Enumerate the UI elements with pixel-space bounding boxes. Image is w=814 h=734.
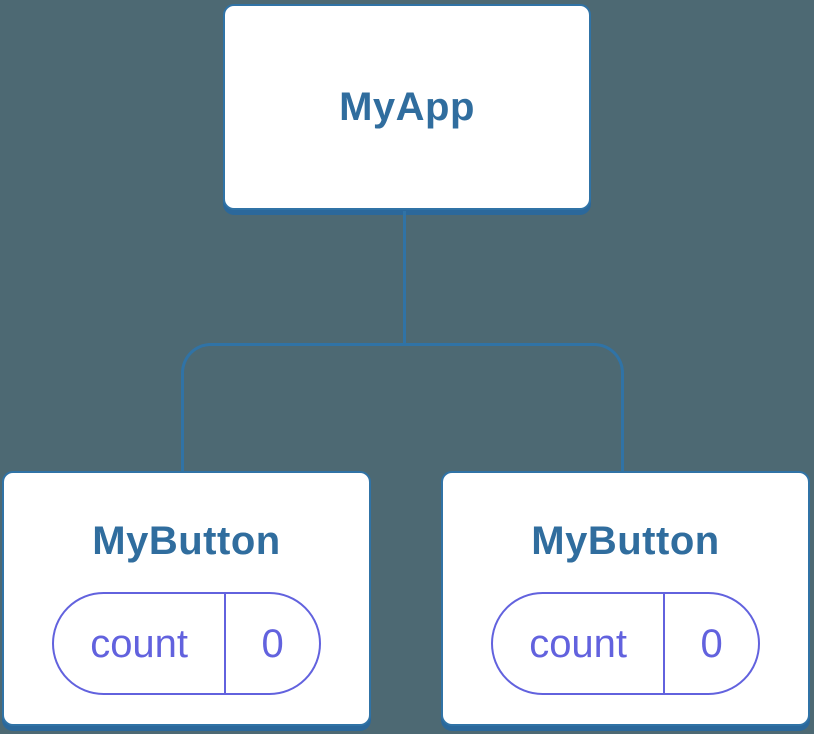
child-component-label: MyButton <box>531 519 720 563</box>
state-name: count <box>90 621 189 666</box>
state-name: count <box>529 621 628 666</box>
state-value: 0 <box>261 621 284 666</box>
connector-branch-bracket <box>181 343 624 472</box>
root-component-label: MyApp <box>339 85 475 129</box>
state-pill-key-cell: count <box>493 594 666 693</box>
child-component-node-2: MyButton count 0 <box>441 471 810 726</box>
state-pill-key-cell: count <box>54 594 227 693</box>
connector-root-line <box>403 211 406 346</box>
root-component-node: MyApp <box>223 4 591 210</box>
state-pill-value-cell: 0 <box>665 594 758 693</box>
state-value: 0 <box>700 621 723 666</box>
child-component-node-1: MyButton count 0 <box>2 471 371 726</box>
child-component-label: MyButton <box>92 519 281 563</box>
state-pill: count 0 <box>52 592 321 695</box>
state-pill-value-cell: 0 <box>226 594 319 693</box>
state-pill: count 0 <box>491 592 760 695</box>
